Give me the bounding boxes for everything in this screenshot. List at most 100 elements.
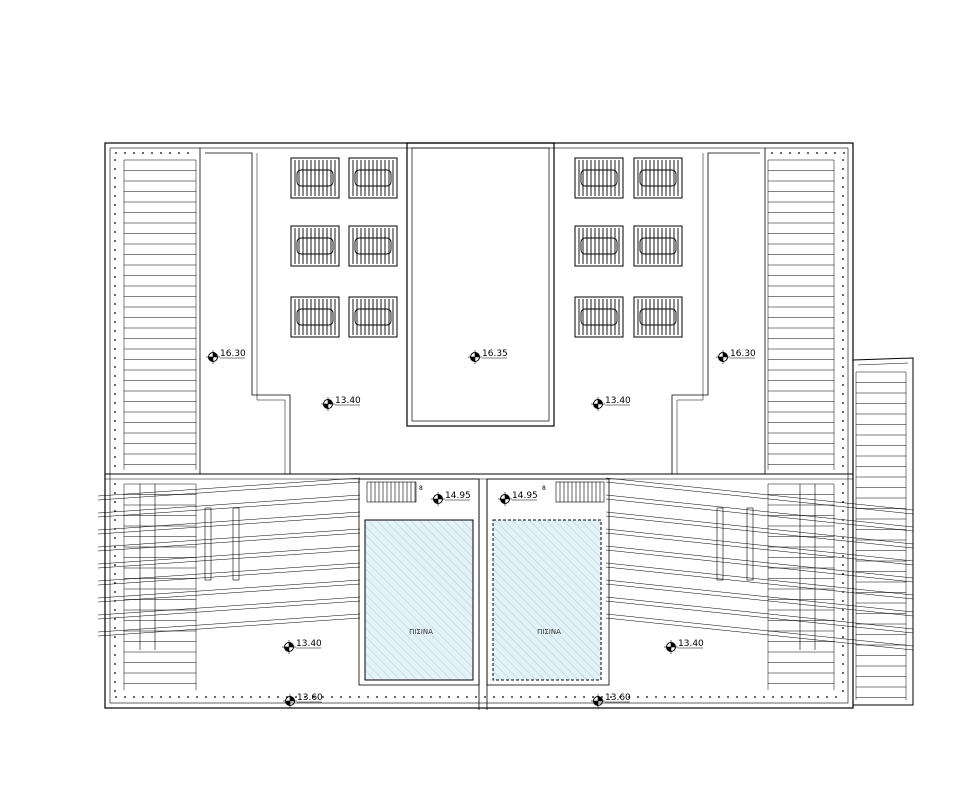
louvre-strips (123, 159, 907, 700)
dot (842, 582, 844, 584)
dot (178, 696, 180, 698)
solar-panel-collector (580, 237, 618, 255)
pergola-right-beam (605, 566, 914, 600)
dot (421, 696, 423, 698)
dot (601, 696, 603, 698)
dot (808, 696, 810, 698)
pergola-left-beam (97, 579, 361, 599)
dot (842, 627, 844, 629)
level-terrace-upper-left-text: 13.40 (335, 396, 361, 406)
level-stair-left-text: 14.95 (445, 491, 471, 501)
dot (842, 672, 844, 674)
dot (842, 420, 844, 422)
dot (780, 152, 782, 154)
dot (610, 696, 612, 698)
dot (114, 510, 116, 512)
dot (114, 186, 116, 188)
dot (169, 152, 171, 154)
dot (842, 375, 844, 377)
pergola-left-beam (97, 549, 361, 569)
dot (114, 636, 116, 638)
solar-panel-collector (354, 169, 392, 187)
dot (114, 420, 116, 422)
pergola-left-beam (97, 596, 361, 616)
dot (114, 618, 116, 620)
dot (842, 546, 844, 548)
pool-left-label: ΠΙΣΙΝΑ (409, 628, 433, 636)
solar-panel (633, 157, 683, 199)
dot (367, 696, 369, 698)
dot (114, 429, 116, 431)
pergola-left-beam (97, 545, 361, 565)
dot (358, 696, 360, 698)
dot (114, 159, 116, 161)
dot (842, 366, 844, 368)
pergola-right-beam (605, 498, 914, 532)
dot (114, 303, 116, 305)
dot (825, 152, 827, 154)
dot (376, 696, 378, 698)
pergola-left-beam (97, 515, 361, 535)
pergola-left-beam (97, 528, 361, 548)
dot (842, 564, 844, 566)
solar-panel-collector (354, 237, 392, 255)
dot (331, 696, 333, 698)
pergola-right-beam (605, 515, 914, 549)
level-roof-center-text: 16.35 (482, 349, 508, 359)
dot (115, 696, 117, 698)
pool-right: ΠΙΣΙΝΑ (492, 519, 602, 681)
dot (124, 696, 126, 698)
dot (114, 501, 116, 503)
dot (842, 600, 844, 602)
pergola-left-beam (97, 600, 361, 620)
dot (114, 600, 116, 602)
solar-panel (633, 225, 683, 267)
dot (114, 249, 116, 251)
dot (842, 159, 844, 161)
dot (664, 696, 666, 698)
dot (349, 696, 351, 698)
dot (807, 152, 809, 154)
level-terrace-upper-left: 13.40 (321, 396, 361, 411)
solar-panel-collector (580, 169, 618, 187)
dot (842, 393, 844, 395)
solar-panel-collector (639, 308, 677, 326)
solar-panel-collector (354, 308, 392, 326)
dot (565, 696, 567, 698)
pool-right-label: ΠΙΣΙΝΑ (537, 628, 561, 636)
dot (114, 591, 116, 593)
dot (842, 510, 844, 512)
dot (114, 168, 116, 170)
dot (493, 696, 495, 698)
dot (842, 636, 844, 638)
pergola-left-beam (97, 562, 361, 582)
dot (114, 645, 116, 647)
level-roof-left: 16.30 (206, 349, 246, 364)
dot (682, 696, 684, 698)
pergola-left-beam (97, 511, 361, 531)
dot (556, 696, 558, 698)
dot (842, 555, 844, 557)
pergola-right-beam (605, 511, 914, 545)
dot (816, 152, 818, 154)
dot (114, 663, 116, 665)
dot (114, 294, 116, 296)
dot (842, 348, 844, 350)
column (746, 507, 754, 581)
dot (547, 696, 549, 698)
dot (763, 696, 765, 698)
solar-panel (290, 225, 340, 267)
solar-panel (633, 296, 683, 338)
dot (160, 696, 162, 698)
dot (842, 339, 844, 341)
dot (673, 696, 675, 698)
dot (842, 519, 844, 521)
dot (340, 696, 342, 698)
dot (457, 696, 459, 698)
dot (114, 348, 116, 350)
dot (114, 690, 116, 692)
dot (842, 690, 844, 692)
pergola-right-beam (605, 545, 914, 579)
dot (842, 492, 844, 494)
